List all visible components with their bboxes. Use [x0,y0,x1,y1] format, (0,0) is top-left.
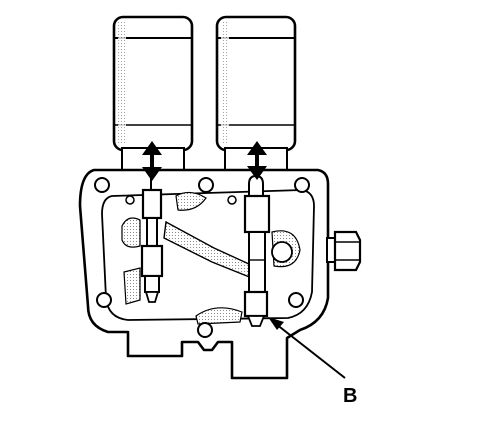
left-movement-arrow [142,141,162,181]
valve-body [78,168,330,380]
side-bolt [326,230,362,272]
callout-b-leader [275,323,346,379]
bolt-hole [197,322,213,338]
bolt-hole [96,292,112,308]
right-movement-arrow [247,141,267,180]
bolt-hole [288,292,304,308]
right-valve-spool [243,174,271,327]
gasket-outline [101,189,315,321]
callout-b-label: B [343,385,357,407]
bolt-hole [198,177,214,193]
callout-b-arrowhead [268,317,284,330]
callout-b: B [268,317,357,407]
bolt-hole [294,177,310,193]
bolt-hole [94,177,110,193]
